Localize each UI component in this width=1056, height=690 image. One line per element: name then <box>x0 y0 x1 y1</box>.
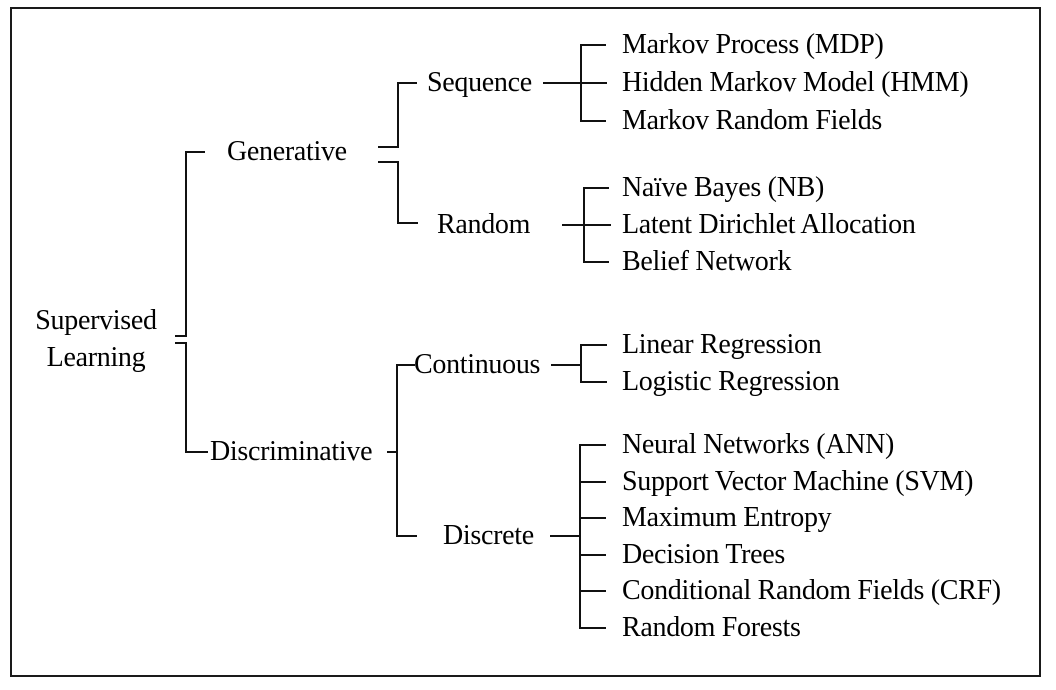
leaf-maximum-entropy-label: Maximum Entropy <box>622 502 832 533</box>
diagram-border <box>10 7 1041 677</box>
leaf-random-forests-label: Random Forests <box>622 612 801 643</box>
discrete-children-bracket <box>579 444 606 629</box>
generative-bracket-lower-elbow <box>378 161 418 224</box>
group-sequence-label: Sequence <box>427 67 532 98</box>
group-continuous-label: Continuous <box>414 349 541 380</box>
root-node-label-line1: Supervised <box>35 305 157 336</box>
root-bracket-upper-elbow <box>175 151 205 337</box>
leaf-decision-trees-label: Decision Trees <box>622 539 786 570</box>
branch-generative-label: Generative <box>227 136 347 167</box>
leaf-latent-dirichlet-allocation-label: Latent Dirichlet Allocation <box>622 209 916 240</box>
root-node-label-line2: Learning <box>46 342 146 373</box>
root-bracket-lower-elbow <box>175 342 208 453</box>
discriminative-bracket <box>396 364 417 537</box>
leaf-neural-networks-label: Neural Networks (ANN) <box>622 429 895 460</box>
group-random-label: Random <box>437 209 531 240</box>
leaf-markov-random-fields-label: Markov Random Fields <box>622 105 882 136</box>
leaf-conditional-random-fields-label: Conditional Random Fields (CRF) <box>622 575 1001 606</box>
leaf-belief-network-label: Belief Network <box>622 246 792 277</box>
leaf-support-vector-machine-label: Support Vector Machine (SVM) <box>622 466 974 497</box>
group-discrete-label: Discrete <box>443 520 534 551</box>
branch-discriminative-label: Discriminative <box>210 436 373 467</box>
leaf-hidden-markov-model-label: Hidden Markov Model (HMM) <box>622 67 969 98</box>
continuous-children-bracket <box>580 344 607 383</box>
leaf-logistic-regression-label: Logistic Regression <box>622 366 840 397</box>
root-node-label: Supervised Learning <box>21 302 171 376</box>
leaf-markov-process-label: Markov Process (MDP) <box>622 29 884 60</box>
leaf-naive-bayes-label: Naïve Bayes (NB) <box>622 172 825 203</box>
generative-bracket-upper-elbow <box>378 82 417 148</box>
leaf-linear-regression-label: Linear Regression <box>622 329 822 360</box>
